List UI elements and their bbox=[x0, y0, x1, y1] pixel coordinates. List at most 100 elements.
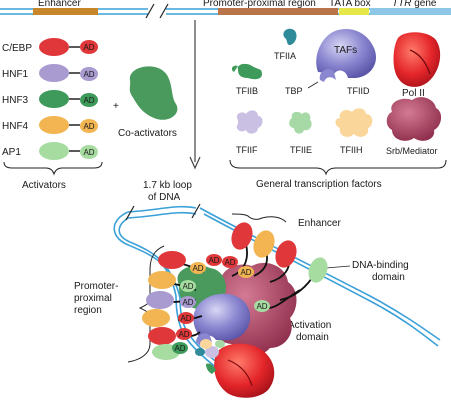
ad-enhancer-2: AD bbox=[222, 256, 238, 268]
tfiia-shape bbox=[283, 28, 297, 45]
enh-activator-hnf4 bbox=[253, 230, 275, 258]
activator-hnf1: HNF1 AD bbox=[2, 64, 98, 82]
coactivators-label: Co-activators bbox=[118, 128, 177, 139]
loop-label-line1: 1.7 kb loop bbox=[143, 180, 192, 191]
ad-label: AD bbox=[182, 298, 193, 307]
enhancer-label: Enhancer bbox=[38, 0, 81, 9]
assembly-tfiie bbox=[215, 340, 225, 348]
break-mark bbox=[159, 3, 169, 19]
assembly-tfiid bbox=[193, 293, 251, 341]
assembly-tfiif bbox=[205, 346, 219, 358]
ad-label: AD bbox=[192, 264, 203, 273]
srb-shape bbox=[386, 97, 442, 141]
promoter-label-1: Promoter- bbox=[74, 281, 118, 292]
ad-label: AD bbox=[83, 96, 94, 105]
assembly-tfiih bbox=[200, 339, 212, 349]
tafs-label: TAFs bbox=[334, 45, 357, 56]
activator-ap1: AP1 AD bbox=[2, 142, 98, 160]
ad-label: AD bbox=[240, 268, 251, 277]
pp-activator-hnf4 bbox=[142, 309, 170, 327]
tfiie-shape bbox=[289, 111, 312, 134]
activator-hnf4: HNF4 AD bbox=[2, 116, 98, 134]
tbp-label: TBP bbox=[285, 86, 303, 96]
activators-group-label: Activators bbox=[22, 180, 66, 191]
promoter-brace bbox=[127, 245, 165, 363]
srb-label: Srb/Mediator bbox=[386, 146, 438, 156]
tfiih-shape bbox=[335, 108, 373, 137]
pp-activator-hnf4 bbox=[148, 271, 176, 289]
tata-bar bbox=[339, 8, 369, 15]
activator-label: AP1 bbox=[2, 147, 21, 158]
tfiib-shape bbox=[237, 63, 262, 80]
pp-activator-cebp bbox=[148, 327, 176, 345]
tbp-shape bbox=[319, 69, 336, 82]
tfiif-shape bbox=[236, 110, 263, 134]
activator-label: HNF1 bbox=[2, 69, 29, 80]
promoter-label-2: proximal bbox=[74, 293, 112, 304]
enh-activator-cebp bbox=[231, 222, 253, 250]
loop-label-line2: of DNA bbox=[148, 192, 181, 203]
coactivator-shape bbox=[129, 66, 178, 120]
activator-label: C/EBP bbox=[2, 43, 32, 54]
ad-label: AD bbox=[256, 302, 267, 311]
ad-label: AD bbox=[182, 282, 193, 291]
break-mark bbox=[145, 3, 155, 19]
activators-brace bbox=[3, 161, 103, 176]
ad-label: AD bbox=[83, 70, 94, 79]
ad-enhancer-4: AD bbox=[254, 300, 270, 312]
ad-label: AD bbox=[174, 344, 185, 353]
arrow-head bbox=[189, 156, 201, 170]
ad-pp-4: AD bbox=[178, 312, 194, 324]
assembly-enhancer-label: Enhancer bbox=[298, 218, 341, 229]
promoter-label-3: region bbox=[74, 305, 102, 316]
ad-pp-1: AD bbox=[190, 262, 206, 274]
gtf-group-label: General transcription factors bbox=[256, 179, 382, 190]
promoter-bar bbox=[218, 8, 338, 15]
ad-enhancer-3: AD bbox=[238, 266, 254, 278]
gtf-brace bbox=[229, 159, 447, 176]
pol2-label: Pol II bbox=[402, 88, 425, 99]
dna-binding-label-2: domain bbox=[372, 272, 405, 283]
tfiib-label: TFIIB bbox=[236, 86, 258, 96]
ad-pp-6: AD bbox=[172, 342, 188, 354]
tfiia-label: TFIIA bbox=[274, 51, 296, 61]
dna-binding-label-1: DNA-binding bbox=[352, 260, 409, 271]
ad-label: AD bbox=[224, 258, 235, 267]
tafs-shape bbox=[316, 28, 376, 78]
enh-activator-ap1 bbox=[308, 257, 328, 283]
plus-sign: + bbox=[113, 101, 119, 112]
activator-cebp: C/EBP AD bbox=[2, 38, 98, 56]
ad-label: AD bbox=[83, 43, 94, 52]
enhancer-brace bbox=[231, 213, 287, 223]
ad-enhancer-1: AD bbox=[206, 254, 222, 266]
enh-activator-cebp bbox=[275, 240, 297, 268]
gene-bar bbox=[370, 8, 451, 15]
activator-label: HNF4 bbox=[2, 121, 29, 132]
gene-label: TTR gene bbox=[392, 0, 437, 9]
pol2-shape bbox=[393, 32, 441, 87]
ad-pp-5: AD bbox=[176, 328, 192, 340]
activation-label-2: domain bbox=[296, 332, 329, 343]
tfiif-label: TFIIF bbox=[236, 145, 258, 155]
activation-label-1: Activation bbox=[288, 320, 331, 331]
break-mark bbox=[125, 205, 135, 221]
ad-label: AD bbox=[180, 314, 191, 323]
tfiid-label: TFIID bbox=[347, 86, 370, 96]
tfiie-label: TFIIE bbox=[290, 145, 312, 155]
pp-activator-cebp bbox=[158, 251, 186, 269]
assembly-tfiia bbox=[195, 348, 205, 356]
ad-pp-3: AD bbox=[180, 296, 196, 308]
tfiih-label: TFIIH bbox=[340, 145, 363, 155]
ad-label: AD bbox=[83, 122, 94, 131]
ad-label: AD bbox=[208, 256, 219, 265]
break-mark bbox=[191, 203, 201, 219]
promoter-label: Promoter-proximal region bbox=[203, 0, 316, 9]
tata-label: TATA box bbox=[329, 0, 371, 9]
ad-label: AD bbox=[178, 330, 189, 339]
activator-hnf3: HNF3 AD bbox=[2, 90, 98, 108]
ad-label: AD bbox=[83, 148, 94, 157]
enhancer-bar bbox=[33, 8, 98, 15]
pp-activator-hnf1 bbox=[146, 291, 174, 309]
ad-pp-2: AD bbox=[180, 280, 196, 292]
